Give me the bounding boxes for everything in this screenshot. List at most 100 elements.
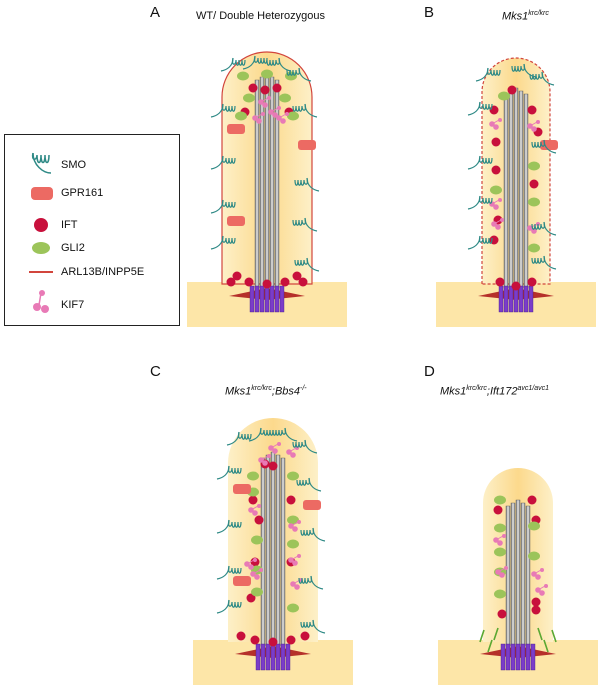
smo-icon [216,465,242,480]
panel-c-cilium [193,418,353,685]
gpr161-icon [31,187,53,200]
axoneme-microtubule [280,457,286,647]
axoneme-microtubule [510,502,516,647]
kif7-icon [276,112,289,124]
ift-icon [250,635,260,645]
smo-stub-icon [493,627,499,641]
legend-label-ift: IFT [61,219,78,231]
gli2-icon [528,243,540,253]
smo-icon [226,431,252,446]
ift-icon [268,637,278,647]
kif7-icon [489,198,502,210]
basal-body-triplet [525,643,531,671]
smo-stub-icon [479,629,485,643]
gli2-icon [287,515,299,525]
gli2-icon [287,539,299,549]
ift-icon [268,461,278,471]
legend-icons [29,152,53,313]
panel-title-d: Mks1krc/krc;Ift172avc1/avc1 [440,385,549,398]
gli2-icon [494,547,506,557]
kif7-icon [535,584,548,596]
ift-icon [292,271,302,281]
kif7-icon [491,218,504,230]
ift-icon [491,165,501,175]
axoneme-microtubule [513,87,519,289]
gli2-icon [287,603,299,613]
smo-icon [467,195,493,210]
smo-icon [210,235,236,250]
ift-icon [226,277,236,287]
gli2-icon [528,551,540,561]
panel-letter-b: B [424,4,435,21]
basal-body-triplet [528,285,534,313]
smo-icon [216,565,242,580]
smo-icon [475,67,501,82]
kif7-icon [268,106,281,118]
ift-icon [260,85,270,95]
gli2-icon [235,111,247,121]
ift-icon [280,277,290,287]
gpr161-icon [233,484,251,494]
smo-icon [300,527,326,542]
smo-stub-icon [543,639,549,653]
ift-icon [272,83,282,93]
legend-label-kif7: KIF7 [61,299,85,311]
gpr161-icon [227,124,245,134]
smo-icon [292,439,318,454]
ift-icon [511,281,521,291]
gli2-icon [251,587,263,597]
kif7-icon [250,568,263,580]
kif7-icon [527,222,540,234]
axoneme-microtubule [260,457,266,647]
gpr161-icon [233,576,251,586]
gpr161-icon [540,140,558,150]
basal-body-triplet [259,285,265,313]
basal-body-triplet [500,643,506,671]
axoneme-microtubule [254,79,260,289]
axoneme-microtubule [518,90,524,289]
smo-icon [248,427,274,442]
gli2-icon [498,91,510,101]
smo-icon [531,139,557,154]
basal-body-triplet [249,285,255,313]
panel-title-a: WT/ Double Heterozygous [196,10,325,22]
gpr161-icon [298,140,316,150]
gli2-icon [261,69,273,79]
legend: SMO GPR161 IFT GLI2 ARL13B/INPP5E KIF7 [4,134,180,326]
basal-body-triplet [265,643,271,671]
gli2-icon [287,471,299,481]
basal-body-triplet [270,643,276,671]
kif7-icon [531,568,544,580]
basal-body-triplet [503,285,509,313]
ift-icon [244,277,254,287]
axoneme-microtubule [505,505,511,647]
smo-icon [529,71,555,86]
gpr161-icon [303,500,321,510]
ift-icon [527,105,537,115]
smo-icon [216,519,242,534]
kif7-icon [495,566,508,578]
gli2-icon [287,111,299,121]
basal-body-triplet [508,285,514,313]
ift-icon [286,635,296,645]
ift-icon [246,593,256,603]
panel-a-cilium [187,51,347,327]
ift-icon [298,277,308,287]
panel-b-cilium [436,57,596,327]
gli2-icon [494,589,506,599]
gli2-icon [32,242,50,254]
smo-icon [220,57,246,72]
smo-icon [467,155,493,170]
ift-icon [34,218,48,232]
smo-icon [300,619,326,634]
smo-icon [531,255,557,270]
kif7-icon [288,554,301,566]
gli2-icon [285,71,297,81]
basal-body-triplet [520,643,526,671]
ift-icon [262,279,272,289]
ift-icon [507,85,517,95]
ift-icon [489,105,499,115]
smo-stub-icon [487,639,493,653]
basal-body-triplet [279,285,285,313]
smo-icon [210,199,236,214]
